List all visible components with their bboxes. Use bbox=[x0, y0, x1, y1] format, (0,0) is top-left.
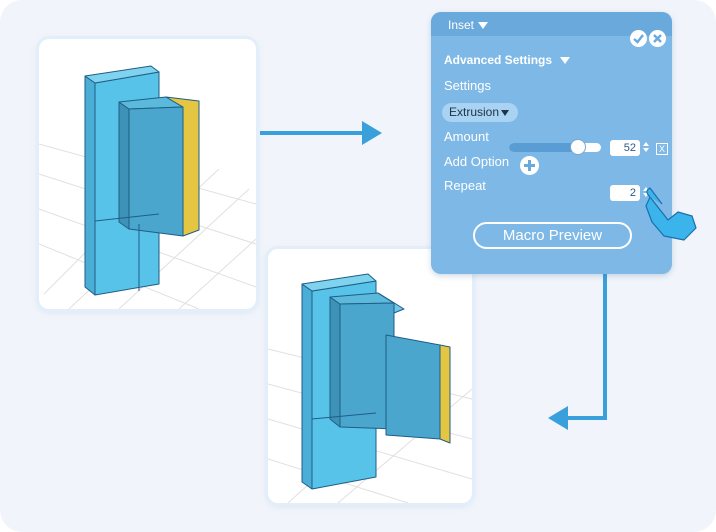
arrow-right-icon bbox=[260, 121, 382, 145]
arrow-elbow-icon bbox=[548, 270, 607, 430]
amount-input[interactable]: 52 bbox=[610, 140, 640, 156]
amount-stepper[interactable] bbox=[642, 140, 650, 156]
mode-select-value: Extrusion bbox=[449, 105, 500, 119]
viewport-after[interactable] bbox=[268, 249, 472, 503]
check-icon[interactable] bbox=[630, 30, 647, 47]
slider-fill bbox=[509, 143, 578, 152]
chevron-down-icon bbox=[478, 22, 489, 30]
amount-label: Amount bbox=[444, 129, 489, 144]
inset-menu-label: Inset bbox=[448, 18, 475, 32]
clear-amount-button[interactable]: X bbox=[656, 143, 668, 155]
advanced-settings-toggle[interactable]: Advanced Settings bbox=[444, 53, 571, 67]
repeat-input[interactable]: 2 bbox=[610, 185, 640, 201]
chevron-down-icon bbox=[501, 109, 510, 116]
repeat-label: Repeat bbox=[444, 178, 486, 193]
inset-menu[interactable]: Inset bbox=[448, 18, 489, 32]
settings-label: Settings bbox=[444, 78, 491, 93]
mode-select[interactable]: Extrusion bbox=[442, 103, 519, 122]
settings-panel: Inset Advanced Settings Settings Extrusi… bbox=[431, 12, 672, 274]
close-icon[interactable] bbox=[649, 30, 666, 47]
plus-icon[interactable] bbox=[520, 156, 539, 175]
advanced-settings-label: Advanced Settings bbox=[444, 53, 553, 67]
chevron-down-icon bbox=[560, 57, 571, 65]
viewport-before[interactable] bbox=[39, 39, 256, 309]
repeat-stepper[interactable] bbox=[642, 185, 650, 201]
slider-thumb[interactable] bbox=[571, 140, 585, 154]
macro-preview-button[interactable]: Macro Preview bbox=[473, 222, 632, 249]
amount-slider[interactable] bbox=[509, 140, 601, 154]
add-option-label: Add Option bbox=[444, 154, 510, 169]
model-after bbox=[268, 273, 472, 503]
model-before bbox=[39, 65, 256, 309]
